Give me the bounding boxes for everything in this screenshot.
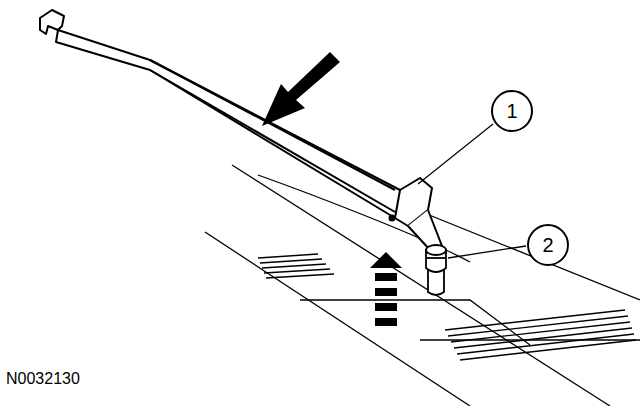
- callout-circle: 2: [527, 224, 569, 266]
- callout-number: 1: [506, 101, 517, 121]
- wiper-arm: [40, 10, 442, 250]
- pivot-stud: [426, 245, 446, 295]
- callout-circle: 1: [491, 90, 533, 132]
- callout-number: 2: [542, 235, 553, 255]
- leader-line: [418, 124, 493, 184]
- leader-line: [448, 246, 526, 258]
- figure-number: N0032130: [6, 370, 80, 388]
- removal-arrow: [262, 52, 340, 126]
- cowl-edge: [205, 232, 470, 406]
- lift-arrow: [370, 252, 402, 326]
- cowl-edge: [300, 300, 530, 345]
- vent-grille: [258, 254, 636, 360]
